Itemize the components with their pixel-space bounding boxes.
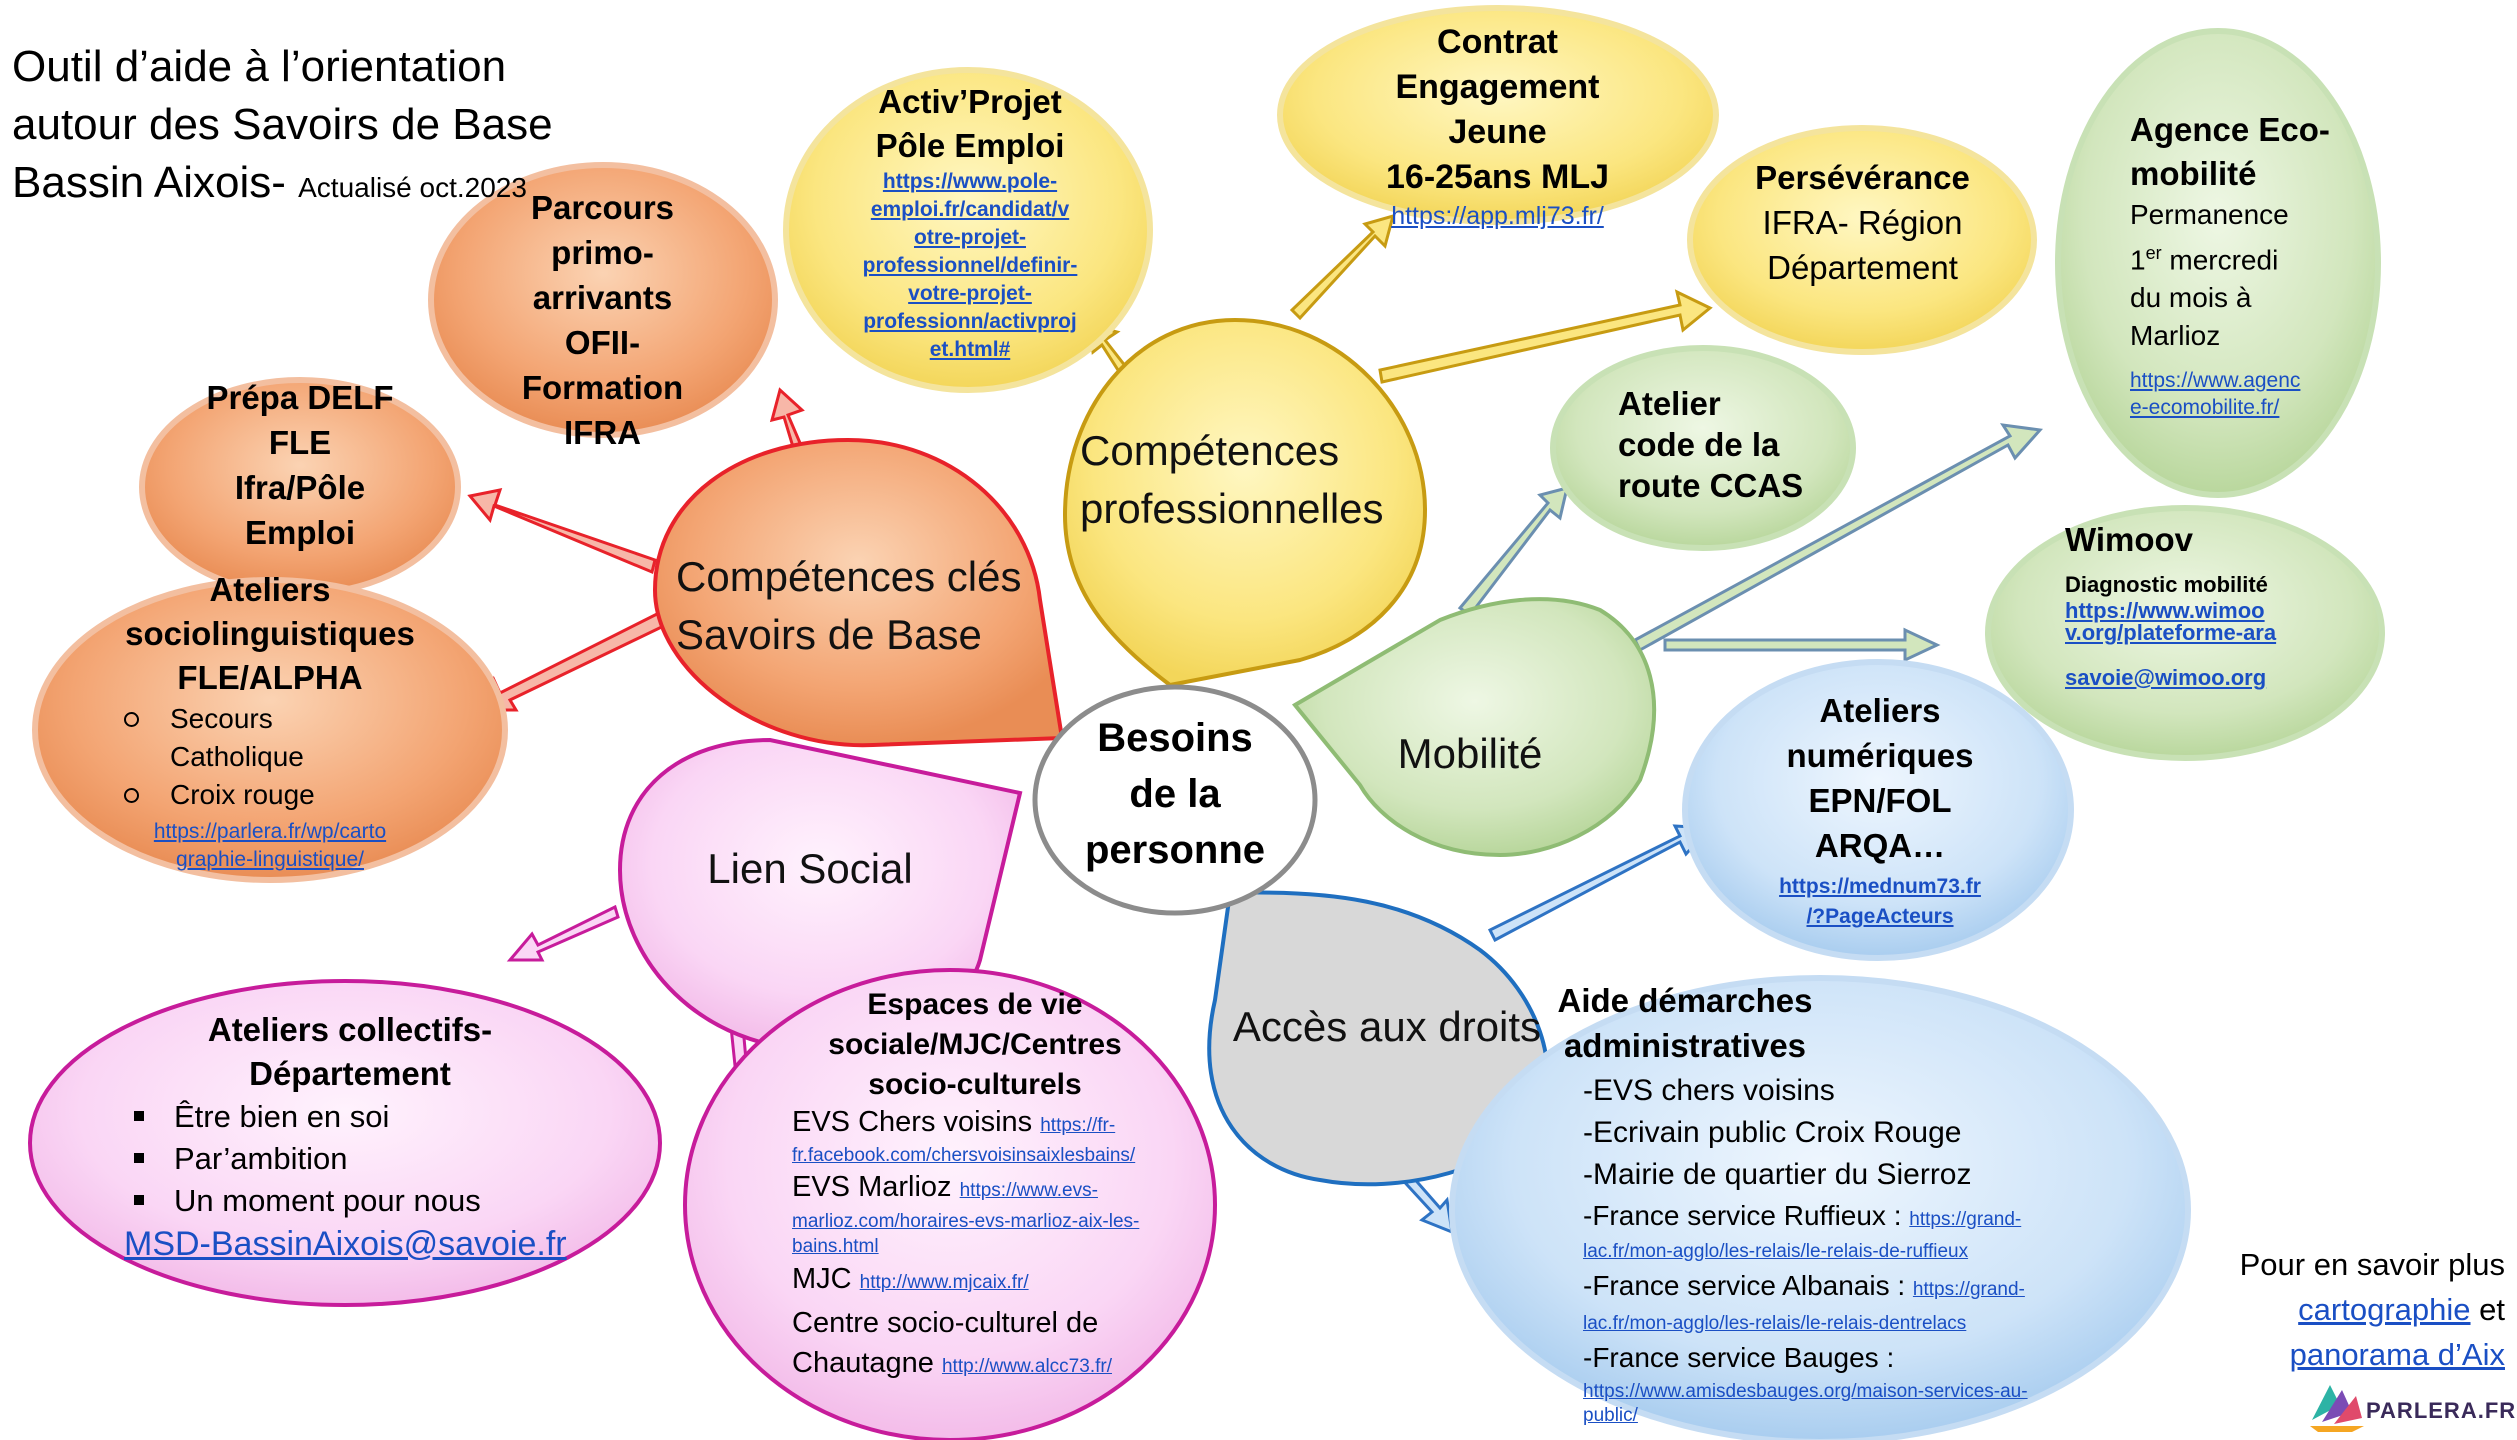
perseverance-shape <box>1687 125 2037 355</box>
category-competences-cles: Compétences clés Savoirs de Base <box>676 553 1022 658</box>
category-mobilite: Mobilité <box>1397 730 1543 777</box>
node-ateliers-num: Ateliers numériques EPN/FOL ARQA… https:… <box>1745 688 2015 932</box>
ateliers-socio-link[interactable]: https://parlera.fr/wp/carto graphie-ling… <box>153 820 387 871</box>
list-item: Croix rouge <box>120 776 340 814</box>
node-aide: Aide démarches administratives <box>1557 982 1813 1064</box>
ateliers-socio-shape <box>32 577 508 883</box>
node-contrat: Contrat Engagement Jeune 16-25ans MLJ ht… <box>1330 20 1665 232</box>
competences-cles-teardrop <box>652 437 1065 748</box>
albanais-link[interactable]: https://grand- <box>1912 1279 2025 1300</box>
title-line-3: Bassin Aixois- Actualisé oct.2023 <box>12 158 527 207</box>
footer-more-info: Pour en savoir plus cartographie et pano… <box>2240 1242 2505 1377</box>
activprojet-link[interactable]: https://www.pole- emploi.fr/candidat/v o… <box>862 170 1078 361</box>
center-node: Besoins de la personne <box>1084 716 1266 872</box>
category-acces-droits: Accès aux droits <box>1232 1003 1542 1050</box>
agence-eco-shape <box>2055 28 2381 498</box>
evs1-link-cont[interactable]: fr.facebook.com/chersvoisinsaixlesbains/ <box>792 1145 1136 1166</box>
activprojet-shape <box>783 67 1153 393</box>
node-agence-eco: Agence Eco- mobilité Permanence 1er merc… <box>2130 111 2330 420</box>
category-lien-social: Lien Social <box>707 845 913 892</box>
evs1-link[interactable]: https://fr- <box>1040 1115 1116 1136</box>
parcours-shape <box>428 162 778 438</box>
evs2-link-cont[interactable]: marlioz.com/horaires-evs-marlioz-aix-les… <box>792 1211 1140 1257</box>
competences-pro-teardrop <box>1062 317 1428 688</box>
panorama-link[interactable]: panorama d’Aix <box>2289 1337 2505 1372</box>
atelier-code-shape <box>1550 345 1856 551</box>
contrat-link[interactable]: https://app.mlj73.fr/ <box>1391 202 1604 230</box>
arrow-to-perseverance <box>1378 289 1713 384</box>
title-line-1: Outil d’aide à l’orientation <box>12 42 507 91</box>
node-activprojet: Activ’Projet Pôle Emploi https://www.pol… <box>810 80 1130 364</box>
ateliers-num-shape <box>1682 659 2074 961</box>
arrow-to-agence-eco <box>1633 423 2044 653</box>
ateliers-num-link[interactable]: https://mednum73.fr /?PageActeurs <box>1779 875 1981 928</box>
espaces-shape <box>683 968 1217 1440</box>
node-parcours: Parcours primo- arrivants OFII- Formatio… <box>521 189 684 451</box>
title-line-2: autour des Savoirs de Base <box>12 100 553 149</box>
node-espaces: Espaces de vie sociale/MJC/Centres socio… <box>775 985 1175 1387</box>
centre-link[interactable]: http://www.alcc73.fr/ <box>941 1356 1112 1377</box>
evs2-link[interactable]: https://www.evs- <box>959 1180 1098 1201</box>
node-wimoov: Wimoov Diagnostic mobilité https://www.w… <box>2065 518 2345 692</box>
node-perseverance: Persévérance IFRA- Région Département <box>1755 159 1970 286</box>
list-item: Secours Catholique <box>120 700 340 776</box>
node-ateliers-socio: Ateliers sociolinguistiques FLE/ALPHA Se… <box>75 568 465 874</box>
albanais-link-cont[interactable]: lac.fr/mon-agglo/les-relais/le-relais-de… <box>1583 1313 1967 1334</box>
arrow-to-ateliers-coll <box>506 904 620 962</box>
parlera-logo-icon <box>2310 1385 2364 1432</box>
arrow-to-wimoov <box>1663 627 1941 663</box>
node-atelier-code: Atelier code de la route CCAS <box>1618 385 1804 504</box>
agence-eco-link[interactable]: https://www.agenc e-ecomobilite.fr/ <box>2130 369 2301 420</box>
center-node-shape <box>1032 684 1318 916</box>
contrat-shape <box>1277 5 1719 225</box>
aide-list: -EVS chers voisins -Ecrivain public Croi… <box>1583 1070 2083 1428</box>
ruffieux-link[interactable]: https://grand- <box>1909 1209 2022 1230</box>
mobilite-teardrop <box>1291 597 1657 858</box>
parlera-logo: PARLERA.FR <box>2366 1398 2517 1423</box>
wimoov-link[interactable]: https://www.wimoo v.org/plateforme-ara <box>2065 598 2277 645</box>
list-item: Un moment pour nous <box>124 1180 590 1222</box>
update-date: Actualisé oct.2023 <box>298 172 527 203</box>
node-prepa-delf: Prépa DELF FLE Ifra/Pôle Emploi <box>206 379 394 551</box>
wimoov-email[interactable]: savoie@wimoo.org <box>2065 665 2267 690</box>
category-competences-pro: Compétences professionnelles <box>1080 427 1384 532</box>
arrow-to-ateliers-socio <box>482 608 675 712</box>
ruffieux-link-cont[interactable]: lac.fr/mon-agglo/les-relais/le-relais-de… <box>1583 1241 1969 1262</box>
arrow-to-atelier-code <box>1457 485 1570 618</box>
arrow-to-contrat <box>1289 213 1396 321</box>
wimoov-shape <box>1985 505 2385 761</box>
cartographie-link[interactable]: cartographie <box>2298 1292 2471 1327</box>
ateliers-coll-email[interactable]: MSD-BassinAixois@savoie.fr <box>124 1225 567 1263</box>
arrow-to-prepa-delf <box>467 488 657 575</box>
node-ateliers-coll: Ateliers collectifs- Département Être bi… <box>110 1008 590 1266</box>
ateliers-coll-shape <box>28 979 662 1307</box>
list-item: Par’ambition <box>124 1138 590 1180</box>
bauges-link[interactable]: https://www.amisdesbauges.org/maison-ser… <box>1583 1381 2028 1426</box>
page-title: Outil d’aide à l’orientation autour des … <box>12 38 553 217</box>
list-item: Être bien en soi <box>124 1096 590 1138</box>
mjc-link[interactable]: http://www.mjcaix.fr/ <box>859 1272 1029 1293</box>
aide-shape <box>1449 975 2191 1440</box>
